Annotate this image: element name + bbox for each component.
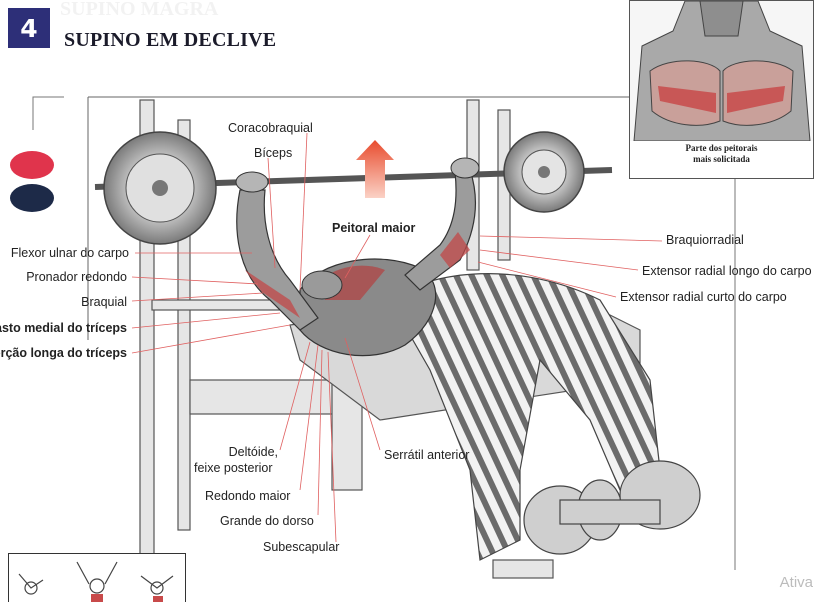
label-peitoral-maior: Peitoral maior: [332, 221, 416, 235]
barbell: [94, 131, 613, 245]
label-subescapular: Subescapular: [263, 540, 340, 554]
label-braquiorradial: Braquiorradial: [666, 233, 744, 247]
right-arm-muscles: [440, 232, 470, 268]
label-braquial: Braquial: [81, 295, 127, 309]
label-coracobraquial: Coracobraquial: [228, 121, 313, 135]
label-flexor-ulnar: Flexor ulnar do carpo: [10, 246, 129, 260]
right-arm: [404, 169, 477, 291]
label-leader-lines: [131, 132, 663, 543]
left-bracket-line: [32, 96, 64, 130]
secondary-muscle-swatch: [10, 184, 54, 212]
inset-caption: Parte dos peitorais mais solicitada: [630, 143, 813, 165]
variation-figures: [18, 561, 174, 602]
label-biceps: Bíceps: [254, 146, 293, 160]
inset-caption-line1: Parte dos peitorais: [685, 143, 758, 153]
left-arm-muscles: [245, 270, 300, 318]
label-grande-do-dorso: Grande do dorso: [220, 514, 314, 528]
label-extensor-radial-longo: Extensor radial longo do carpo: [642, 264, 812, 278]
ghost-title: SUPINO MAGRA: [60, 0, 219, 20]
label-deltoide-line2: feixe posterior: [194, 461, 273, 475]
chest-muscle-figure: [630, 0, 813, 142]
foot-rollers: [523, 460, 701, 555]
active-muscle-swatch: [10, 151, 54, 179]
left-arm: [236, 189, 319, 331]
label-porcao-longa-triceps: orção longa do tríceps: [0, 346, 127, 360]
label-redondo-maior: Redondo maior: [205, 489, 291, 503]
head: [301, 270, 343, 300]
left-hand: [235, 171, 269, 193]
variations-thumbnail-frame: [8, 553, 186, 602]
label-extensor-radial-curto: Extensor radial curto do carpo: [620, 290, 787, 304]
label-deltoide-line1: Deltóide,: [228, 445, 278, 459]
watermark: Ativa: [779, 574, 813, 591]
exercise-number-badge: 4: [8, 8, 50, 48]
label-serratil-anterior: Serrátil anterior: [384, 448, 470, 462]
up-arrow-icon: [356, 140, 394, 198]
label-vasto-medial-triceps: asto medial do tríceps: [0, 321, 127, 335]
chest-detail-inset: Parte dos peitorais mais solicitada: [629, 0, 814, 179]
inset-caption-line2: mais solicitada: [693, 154, 750, 164]
right-hand: [450, 157, 480, 179]
label-pronador-redondo: Pronador redondo: [26, 270, 127, 284]
page-title: SUPINO EM DECLIVE: [64, 29, 277, 51]
